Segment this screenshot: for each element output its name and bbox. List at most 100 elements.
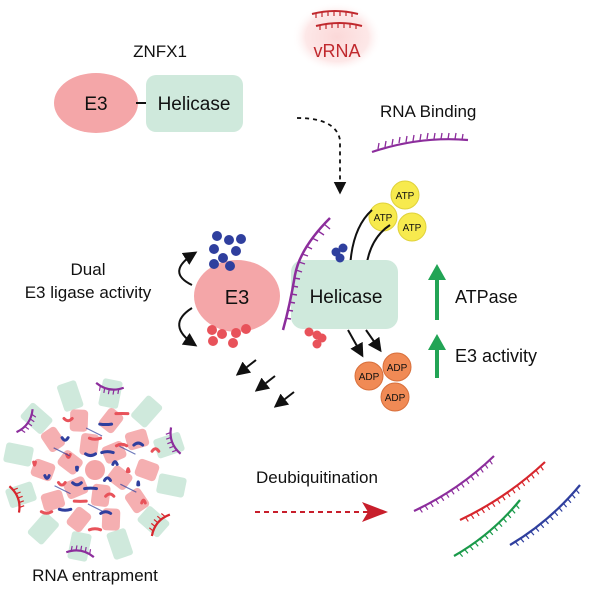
helicase-domain-schematic-label: Helicase — [158, 94, 231, 115]
aggregate-helicase-block — [153, 432, 185, 459]
atp-molecule: ATP — [397, 212, 427, 242]
aggregate-ubiquitin — [140, 498, 147, 505]
atp-label: ATP — [374, 213, 393, 224]
ubiquitin-chain-red-small — [304, 327, 327, 349]
aggregate-ubiquitin — [60, 436, 70, 442]
aggregate-e3-block — [124, 428, 150, 451]
aggregate-ubiquitin — [104, 492, 116, 498]
aggregate-e3-block — [40, 489, 66, 512]
atpase-up-arrow-icon — [428, 264, 446, 280]
aggregate-e3-block — [134, 458, 160, 482]
rna-binding-bases — [377, 132, 464, 150]
dual-activity-arrow-up — [178, 251, 198, 286]
aggregate-inner-strand — [119, 445, 136, 455]
bound-rna-strand — [281, 217, 331, 331]
aggregate-helicase-block — [131, 395, 163, 428]
aggregate-inner-strand — [87, 503, 105, 513]
aggregate-ubiquitin — [75, 465, 79, 472]
aggregate-helicase-block — [67, 531, 92, 562]
aggregate-ubiquitin — [150, 447, 161, 453]
atpase-label: ATPase — [455, 287, 518, 307]
released-rna-red — [459, 461, 546, 521]
aggregate-helicase-block — [20, 402, 53, 434]
aggregate-helicase-block — [5, 481, 37, 508]
aggregate-ubiquitin — [62, 417, 74, 423]
aggregate-ubiquitin — [99, 510, 113, 515]
helicase-domain-schematic — [146, 75, 243, 132]
aggregate-ubiquitin — [84, 452, 98, 458]
helicase-domain-complex — [291, 260, 398, 329]
released-rna-strands — [413, 455, 581, 558]
adp-label: ADP — [359, 372, 380, 383]
atp-molecule: ATP — [390, 180, 420, 210]
aggregate-ubiquitin — [87, 436, 103, 441]
hydrolysis-arrow — [347, 329, 364, 358]
aggregate-rna-strand — [8, 485, 21, 513]
aggregate-e3-block — [69, 409, 89, 432]
aggregate-inner-strand — [85, 427, 103, 437]
e3-domain-complex-label: E3 — [225, 287, 249, 309]
aggregate-ubiquitin — [56, 481, 67, 487]
bound-rna-bases — [284, 223, 331, 320]
aggregate-ubiquitin — [32, 460, 37, 467]
adp-molecule: ADP — [354, 361, 384, 391]
aggregate-inner-strand — [120, 483, 137, 493]
aggregate-ubiquitin — [125, 467, 131, 474]
rna-binding-label: RNA Binding — [380, 102, 476, 121]
aggregate-rna-strand — [16, 409, 34, 434]
transition-arrow — [273, 391, 295, 408]
aggregate-e3-block — [98, 407, 124, 434]
protein-name-label: ZNFX1 — [133, 42, 187, 61]
aggregate-rna-strand — [65, 549, 95, 558]
aggregate-ubiquitin — [87, 527, 103, 532]
transition-arrow — [254, 375, 276, 392]
released-rna-green — [453, 499, 521, 557]
aggregate-ubiquitin — [39, 510, 54, 515]
hydrolysis-arrow — [365, 329, 382, 353]
aggregate-ubiquitin — [114, 442, 129, 448]
aggregate-ubiquitin — [132, 441, 145, 447]
e3-domain-complex — [194, 260, 280, 332]
aggregate-ubiquitin — [111, 460, 119, 466]
aggregate-ubiquitin — [43, 474, 51, 480]
aggregate-helicase-block — [156, 473, 187, 498]
aggregate-helicase-block — [27, 512, 59, 545]
ubiquitin-chain-red — [207, 324, 251, 348]
adp-label: ADP — [385, 393, 406, 404]
dual-activity-arrow-down — [178, 307, 198, 347]
aggregate-ubiquitin — [136, 480, 141, 487]
e3-activity-up-arrow-icon — [428, 334, 446, 350]
transition-arrow — [235, 359, 257, 376]
atp-label: ATP — [403, 223, 422, 234]
aggregate-helicase-block — [98, 378, 123, 409]
aggregate-helicase-block — [3, 442, 34, 467]
aggregate-inner-strand — [53, 447, 70, 457]
aggregate-rna-strand — [95, 382, 125, 391]
aggregate-core — [85, 460, 105, 480]
ubiquitin-chain-blue-small — [331, 243, 348, 263]
rna-entrapment-label: RNA entrapment — [32, 566, 158, 585]
dual-label-line2: E3 ligase activity — [25, 283, 152, 302]
vrna-bases — [315, 11, 357, 30]
dual-label-line1: Dual — [71, 260, 106, 279]
aggregate-e3-block — [125, 487, 150, 514]
aggregate-ubiquitin — [100, 450, 115, 455]
atp-label: ATP — [396, 191, 415, 202]
aggregate-ubiquitin — [65, 453, 72, 459]
vrna-bubble — [292, 2, 382, 72]
rna-entrapment-aggregate — [3, 378, 187, 562]
deubiquitination-label: Deubiquitination — [256, 468, 378, 487]
aggregate-inner-strand — [54, 485, 71, 495]
atp-molecule: ATP — [368, 202, 398, 232]
aggregate-ubiquitin — [71, 481, 83, 487]
adp-molecule: ADP — [382, 352, 412, 382]
aggregate-ubiquitin — [57, 507, 73, 512]
e3-activity-label: E3 activity — [455, 346, 537, 366]
released-rna-purple — [413, 455, 495, 512]
aggregate-helicase-block — [106, 528, 133, 560]
e3-domain-schematic — [54, 73, 138, 133]
adp-label: ADP — [387, 363, 408, 374]
helicase-domain-complex-label: Helicase — [310, 287, 383, 308]
deubiquitination-arrowhead — [362, 502, 388, 522]
